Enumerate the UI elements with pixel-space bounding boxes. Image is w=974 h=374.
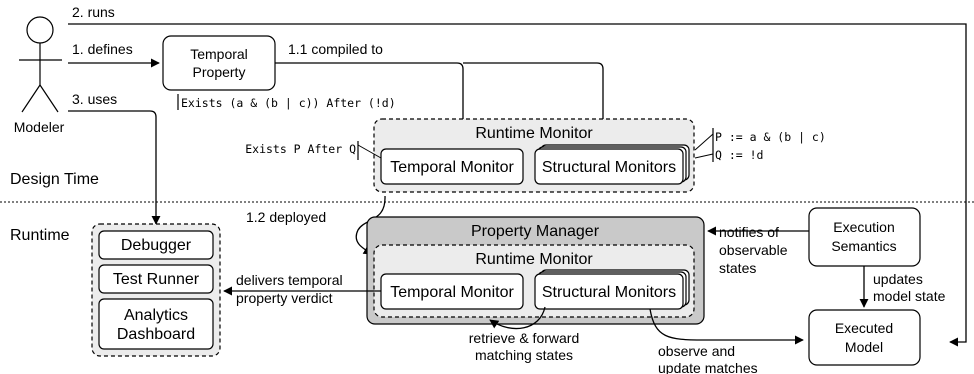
design-runtime-monitor-label: Runtime Monitor	[475, 125, 593, 142]
defines-label: 1. defines	[72, 41, 133, 57]
p-definition: P := a & (b | c)	[715, 130, 826, 144]
retrieve-label-2: matching states	[475, 347, 573, 363]
deployed-label: 1.2 deployed	[246, 209, 326, 225]
execution-semantics-label-2: Semantics	[831, 238, 896, 254]
deployed-arrow	[355, 195, 386, 255]
temporal-property-label-1: Temporal	[190, 46, 248, 62]
observe-arrow	[649, 308, 804, 345]
design-structural-monitors	[534, 148, 684, 185]
runs-label: 2. runs	[72, 4, 115, 20]
notifies-label-1: notifies of	[719, 224, 779, 240]
notifies-label-3: states	[719, 260, 756, 276]
design-structural-monitors-label: Structural Monitors	[542, 159, 676, 176]
runtime-label: Runtime	[10, 227, 70, 244]
analytics-label-2: Dashboard	[117, 326, 195, 343]
property-manager-label: Property Manager	[471, 223, 600, 240]
updates-label-2: model state	[873, 288, 946, 304]
test-runner-label: Test Runner	[113, 271, 200, 288]
execution-semantics-label-1: Execution	[833, 219, 894, 235]
design-temporal-monitor	[380, 148, 524, 185]
executed-model-box	[808, 309, 921, 366]
modeler-label: Modeler	[14, 119, 65, 135]
pattern-expression: Exists P After Q	[245, 142, 356, 156]
design-temporal-monitor-label: Temporal Monitor	[390, 159, 514, 176]
property-expression: Exists (a & (b | c)) After (!d)	[181, 96, 396, 110]
runtime-runtime-monitor-label: Runtime Monitor	[475, 251, 593, 268]
updates-label-1: updates	[873, 271, 923, 287]
debugger-label: Debugger	[121, 237, 192, 254]
runtime-temporal-monitor-label: Temporal Monitor	[390, 284, 514, 301]
compiled-to-arrow-1	[275, 62, 468, 148]
delivers-label-2: property verdict	[236, 290, 333, 306]
temporal-property-label-2: Property	[193, 64, 246, 80]
retrieve-forward-arrow	[489, 306, 546, 330]
delivers-label-1: delivers temporal	[236, 272, 343, 288]
executed-model-label-1: Executed	[835, 320, 893, 336]
design-time-label: Design Time	[10, 171, 99, 188]
test-runner-box	[98, 264, 214, 294]
execution-semantics-box	[808, 207, 921, 267]
notifies-label-2: observable	[719, 242, 788, 258]
runtime-structural-monitors-label: Structural Monitors	[542, 284, 676, 301]
analytics-dashboard-box	[98, 298, 214, 350]
uses-arrow	[68, 110, 161, 225]
modeler-actor	[19, 16, 62, 113]
runtime-structural-monitors	[534, 273, 684, 310]
executed-model-label-2: Model	[845, 339, 883, 355]
uses-label: 3. uses	[72, 91, 117, 107]
q-definition: Q := !d	[715, 148, 763, 162]
analytics-label-1: Analytics	[124, 307, 188, 324]
compiled-to-arrow-2	[463, 62, 608, 144]
compiled-to-label: 1.1 compiled to	[288, 41, 383, 57]
runs-arrow	[68, 23, 967, 347]
retrieve-label-1: retrieve & forward	[469, 330, 579, 346]
temporal-property-box	[162, 35, 276, 91]
debugger-box	[98, 230, 214, 260]
observe-label-1: observe and	[658, 343, 735, 359]
observe-label-2: update matches	[658, 360, 758, 374]
